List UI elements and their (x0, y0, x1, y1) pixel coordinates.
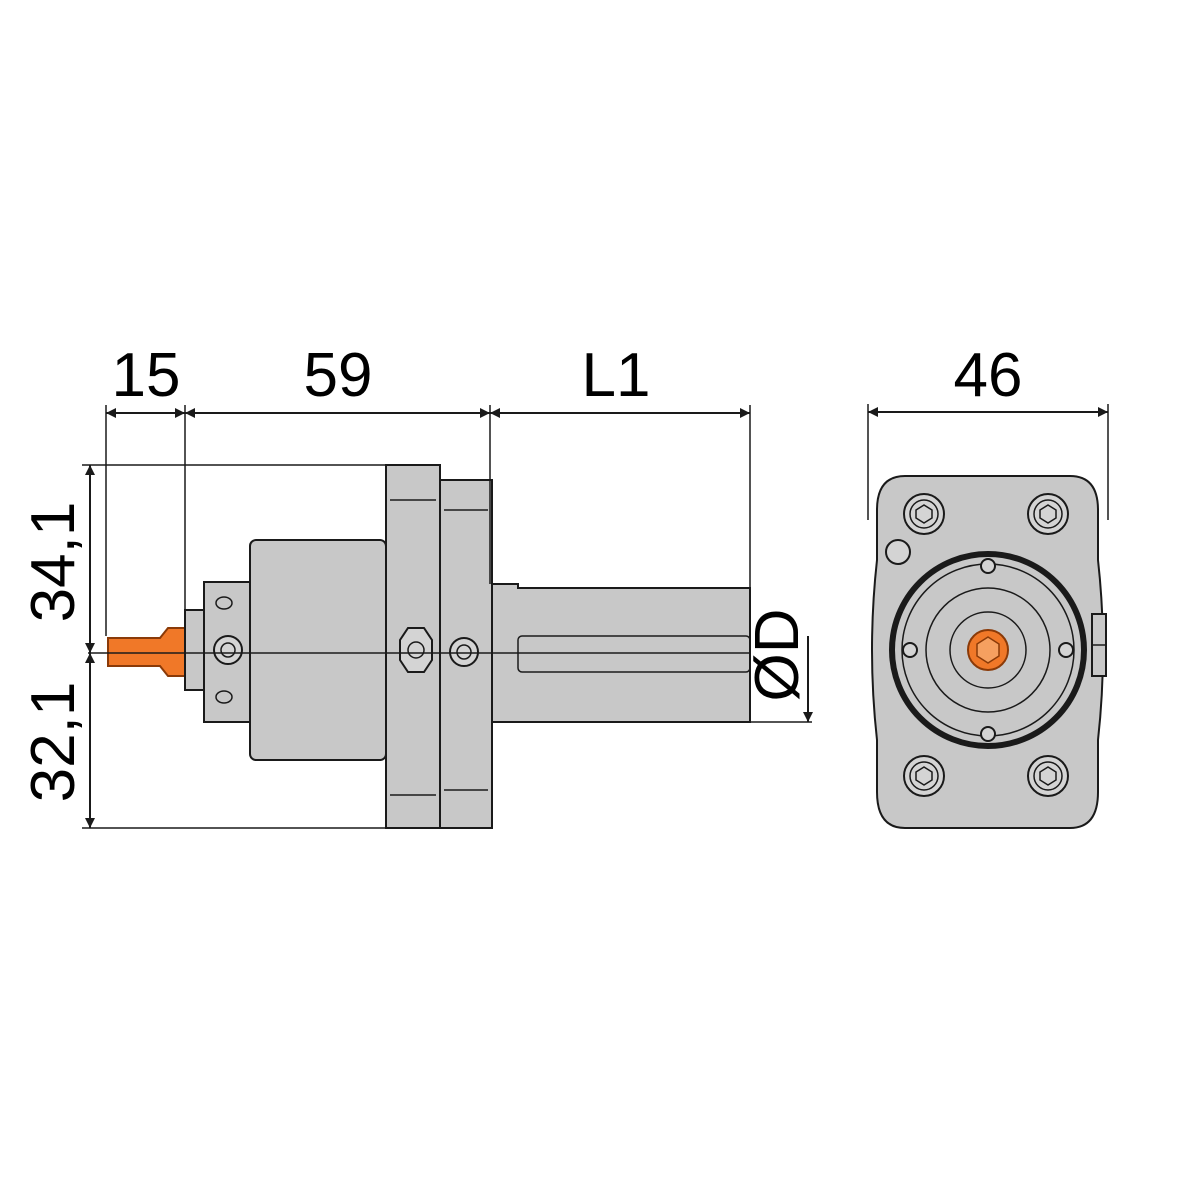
hex-drive-icon (976, 636, 1000, 664)
cutting-tool (107, 627, 186, 677)
locating-pin (885, 539, 911, 565)
ring-hole (980, 558, 996, 574)
hex-socket-screw-icon (903, 755, 945, 797)
dim-label-46: 46 (954, 341, 1023, 410)
hex-socket-screw-icon (903, 493, 945, 535)
ring-hole (902, 642, 918, 658)
side-view: 15 59 L1 34,1 32,1 ØD (19, 341, 813, 829)
dim-label-l1: L1 (582, 341, 651, 410)
outer-ring (889, 551, 1087, 749)
clamp-hole-bottom (215, 690, 233, 704)
dim-label-15: 15 (112, 341, 181, 410)
ring-hole (980, 726, 996, 742)
dim-label-diameter: ØD (743, 609, 812, 702)
hex-socket-screw-icon (399, 627, 433, 673)
flange-screw-icon (449, 637, 479, 667)
dim-label-32-1: 32,1 (19, 682, 88, 803)
front-view: 46 (867, 341, 1109, 829)
dim-label-59: 59 (304, 341, 373, 410)
hex-socket-screw-icon (1027, 755, 1069, 797)
dim-label-34-1: 34,1 (19, 502, 88, 623)
hex-socket-screw-icon (1027, 493, 1069, 535)
ring-hole (1058, 642, 1074, 658)
adapter-flange (439, 479, 493, 829)
clamp-hole-top (215, 596, 233, 610)
main-housing (249, 539, 387, 761)
clamp-screw-icon (213, 635, 243, 665)
shank-flat (517, 635, 751, 673)
